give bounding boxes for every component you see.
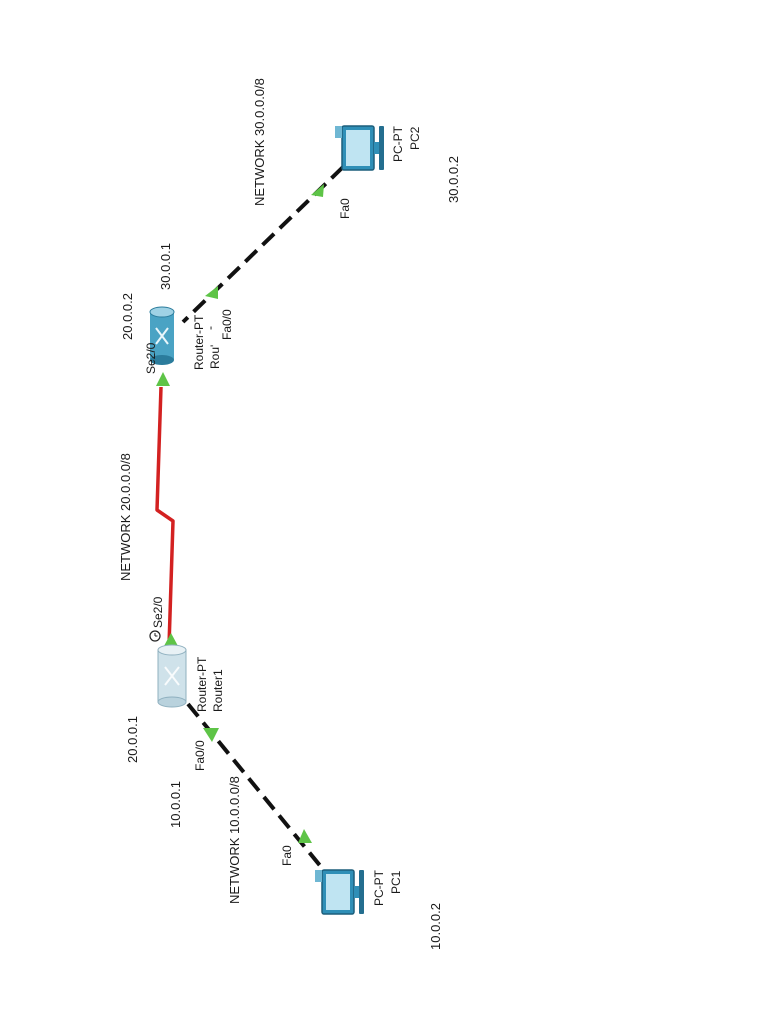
router-icon	[157, 644, 187, 708]
router1-name-label: Router1	[211, 669, 225, 712]
network-10-label: NETWORK 10.0.0.0/8	[227, 776, 242, 904]
router1-se-ip-label: 20.0.0.1	[125, 716, 140, 763]
clock-icon	[149, 630, 161, 642]
pc2-type-label: PC-PT	[391, 125, 405, 162]
pc1-name-label: PC1	[389, 870, 403, 894]
pc2-ip-label: 30.0.0.2	[446, 156, 461, 203]
router1-fa-ip-label: 10.0.0.1	[168, 781, 183, 828]
router2-dash-label: -	[203, 326, 217, 330]
port-indicator-r2-se20	[156, 372, 170, 386]
router2-type-label: Router-PT	[192, 314, 206, 370]
pc1-device[interactable]	[315, 869, 364, 915]
port-indicator-r1-se20	[164, 633, 178, 646]
pc-icon	[335, 125, 384, 171]
port-indicator-pc1-fa0	[298, 829, 312, 843]
router2-fa-port-label: Fa0/0	[220, 309, 234, 340]
router2-name-label: Rou'	[208, 345, 222, 369]
router2-se-ip-label: 20.0.0.2	[120, 293, 135, 340]
router2-device[interactable]	[149, 306, 175, 365]
pc1-type-label: PC-PT	[372, 869, 386, 906]
network-30-label: NETWORK 30.0.0.0/8	[252, 78, 267, 206]
serial-link-router1-router2[interactable]	[155, 386, 175, 647]
network-20-label: NETWORK 20.0.0.0/8	[118, 453, 133, 581]
pc2-device[interactable]	[335, 125, 384, 171]
pc2-port-label: Fa0	[338, 198, 352, 219]
pc1-port-label: Fa0	[280, 845, 294, 866]
pc-icon	[315, 869, 364, 915]
port-indicator-r1-fa00	[203, 728, 219, 742]
router1-device[interactable]	[157, 644, 187, 708]
router2-fa-ip-label: 30.0.0.1	[158, 243, 173, 290]
router1-fa-port-label: Fa0/0	[193, 740, 207, 771]
router1-se-port-label: Se2/0	[151, 596, 165, 628]
port-indicator-pc2-fa0	[311, 184, 324, 197]
router1-type-label: Router-PT	[195, 656, 209, 712]
port-indicator-r2-fa00	[205, 286, 218, 299]
router2-se-port-label: Se2/0	[144, 342, 158, 374]
pc1-ip-label: 10.0.0.2	[428, 903, 443, 950]
router-icon	[149, 306, 175, 365]
pc2-name-label: PC2	[408, 126, 422, 150]
